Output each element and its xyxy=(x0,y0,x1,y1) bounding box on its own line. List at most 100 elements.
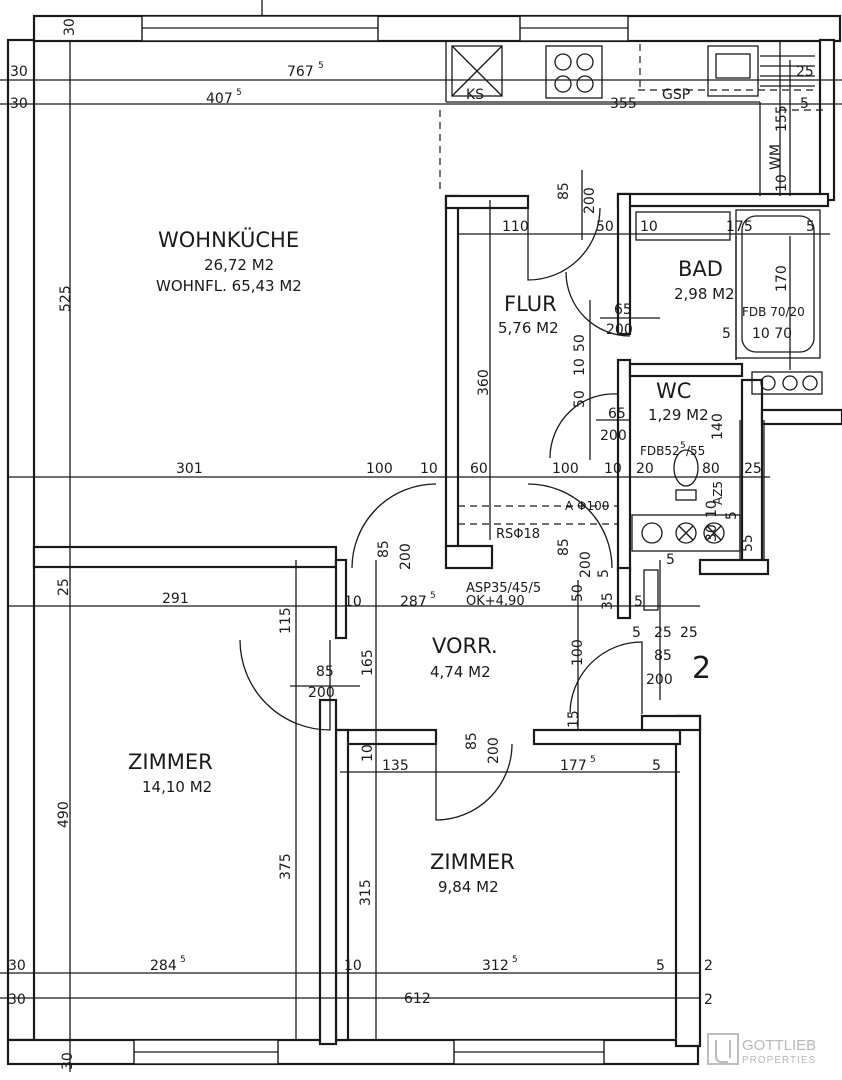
dim-55-e: 55 xyxy=(740,534,756,552)
dim-50-c: 50 xyxy=(572,390,588,408)
dim-25-d: 25 xyxy=(654,625,672,641)
dim-284-5: 284 xyxy=(150,958,177,974)
dimension-labels: 767 5 407 5 355 25 5 155 10 30 30 30 85 … xyxy=(8,18,815,1070)
dim-10-f: 10 xyxy=(344,594,362,610)
dim-355: 355 xyxy=(610,96,637,112)
shaft-fixtures xyxy=(458,371,823,552)
dim-60: 60 xyxy=(470,461,488,477)
dim-30-e: 30 xyxy=(704,524,720,542)
dim-10-70: 10 70 xyxy=(752,326,792,342)
dim-312-5: 312 xyxy=(482,958,509,974)
dim-10-e: 10 xyxy=(704,500,720,518)
dim-170: 170 xyxy=(774,265,790,292)
dim-287-5: 287 xyxy=(400,594,427,610)
dim-177-5-sup: 5 xyxy=(590,755,596,765)
gottlieb-logo: GOTTLIEB PROPERTIES xyxy=(707,1033,816,1066)
dim-100-b: 100 xyxy=(552,461,579,477)
label-gsp: GSP xyxy=(662,87,690,103)
dim-30-l1: 30 xyxy=(8,958,26,974)
dim-165: 165 xyxy=(360,649,376,676)
room-name-bad: BAD xyxy=(678,257,723,281)
dim-10-g: 10 xyxy=(360,744,376,762)
dim-10-c: 10 xyxy=(420,461,438,477)
label-fdb-wc-sup: 5 xyxy=(680,441,686,451)
label-fdb-bad: FDB 70/20 xyxy=(742,305,805,319)
label-a100: A Φ100 xyxy=(565,499,609,513)
label-rs: RSΦ18 xyxy=(496,527,540,542)
dim-30-l2: 30 xyxy=(8,992,26,1008)
dim-5-j: 5 xyxy=(652,758,661,774)
doors xyxy=(239,207,659,821)
dim-767-5: 767 xyxy=(287,64,314,80)
dim-10-bad: 10 xyxy=(640,219,658,235)
dim-155: 155 xyxy=(774,105,790,132)
dim-20: 20 xyxy=(636,461,654,477)
dim-175: 175 xyxy=(726,219,753,235)
dim-25-b: 25 xyxy=(744,461,762,477)
room-name-wc: WC xyxy=(656,379,691,403)
windows xyxy=(133,15,629,1065)
kitchen-counter xyxy=(439,41,828,196)
dim-287-5-sup: 5 xyxy=(430,591,436,601)
dim-612: 612 xyxy=(404,991,431,1007)
dim-25-top: 25 xyxy=(796,64,814,80)
dim-135: 135 xyxy=(382,758,409,774)
dim-10-h: 10 xyxy=(344,958,362,974)
dim-525: 525 xyxy=(58,285,74,312)
dim-312-5-sup: 5 xyxy=(512,955,518,965)
dim-30-row1: 30 xyxy=(10,64,28,80)
room-area-wc: 1,29 M2 xyxy=(648,406,709,424)
dim-5-g: 5 xyxy=(666,552,675,568)
room-name-vorr: VORR. xyxy=(432,634,498,658)
dim-5-i: 5 xyxy=(632,625,641,641)
interior-walls xyxy=(32,192,830,1046)
dim-85-f: 85 xyxy=(464,732,480,750)
dim-10-top: 10 xyxy=(774,174,790,192)
room-area-zimmer-1: 14,10 M2 xyxy=(142,778,212,796)
room-labels: WOHNKÜCHE 26,72 M2 WOHNFL. 65,43 M2 BAD … xyxy=(128,227,735,896)
dim-177-5: 177 xyxy=(560,758,587,774)
dim-407-5: 407 xyxy=(206,91,233,107)
dim-200-c: 200 xyxy=(398,543,414,570)
wc-fixture xyxy=(673,449,699,501)
fixture-labels: KS GSP WM FDB 70/20 FDB52 5 /55 AZ5 A Φ1… xyxy=(466,87,805,686)
label-wm: WM xyxy=(768,144,784,170)
room-name-flur: FLUR xyxy=(504,292,557,316)
dim-80: 80 xyxy=(702,461,720,477)
dim-50-a: 50 xyxy=(596,219,614,235)
dim-85-d: 85 xyxy=(654,648,672,664)
dim-200-d: 200 xyxy=(578,551,594,578)
dim-5-top: 5 xyxy=(800,96,809,112)
dim-30-bot: 30 xyxy=(60,1052,76,1070)
dim-360: 360 xyxy=(476,369,492,396)
label-fdb-wc: FDB52 xyxy=(640,444,680,458)
dim-50-d: 50 xyxy=(570,584,586,602)
dim-100-a: 100 xyxy=(366,461,393,477)
label-ks: KS xyxy=(466,87,484,103)
dim-65-a: 65 xyxy=(614,302,632,318)
dim-2-r1: 2 xyxy=(704,958,713,974)
dim-5-bad: 5 xyxy=(806,219,815,235)
dim-5-e: 5 xyxy=(724,511,740,520)
dim-200-a: 200 xyxy=(582,187,598,214)
dim-140: 140 xyxy=(710,413,726,440)
room-area-vorr: 4,74 M2 xyxy=(430,663,491,681)
room-area-zimmer-2: 9,84 M2 xyxy=(438,878,499,896)
room-wohnfl-total: WOHNFL. 65,43 M2 xyxy=(156,277,302,295)
dim-15: 15 xyxy=(566,710,582,728)
dim-2-r2: 2 xyxy=(704,992,713,1008)
room-name-wohnkueche: WOHNKÜCHE xyxy=(158,227,299,252)
dim-315: 315 xyxy=(358,879,374,906)
logo-icon xyxy=(707,1033,739,1065)
dim-284-5-sup: 5 xyxy=(180,955,186,965)
dim-25-c: 25 xyxy=(56,578,72,596)
dim-200-b: 200 xyxy=(606,322,633,338)
dim-110: 110 xyxy=(502,219,529,235)
logo-line2: PROPERTIES xyxy=(742,1055,816,1066)
room-area-wohnkueche: 26,72 M2 xyxy=(204,256,274,274)
dim-291: 291 xyxy=(162,591,189,607)
room-area-bad: 2,98 M2 xyxy=(674,285,735,303)
dim-200-wc: 200 xyxy=(600,428,627,444)
